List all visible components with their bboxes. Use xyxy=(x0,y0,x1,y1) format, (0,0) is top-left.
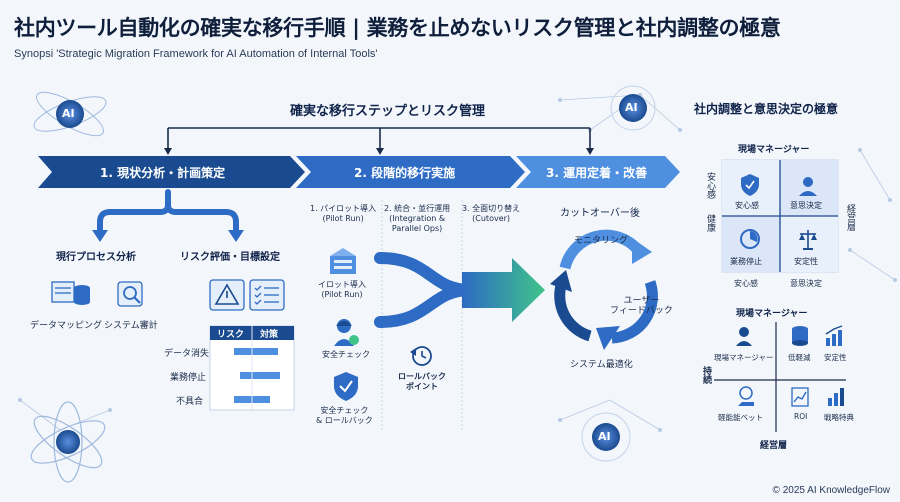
matrix1-left-bottom-label: 健康 xyxy=(705,214,715,232)
branch-arrows xyxy=(97,189,239,235)
strategy-bars-icon xyxy=(828,388,844,406)
matrix2-item-label: 現場マネージャー xyxy=(714,353,774,362)
manager-icon xyxy=(736,327,752,346)
warning-doc-icon xyxy=(209,279,245,311)
network-decoration xyxy=(19,94,896,431)
phase-1-label: 1. 現状分析・計画策定 xyxy=(100,166,226,180)
phase-chevron-2 xyxy=(296,156,525,188)
rollback-point-label: ロールバック ポイント xyxy=(398,372,446,391)
matrix-2-axes xyxy=(714,322,846,432)
cutover-step-label: 3. 全面切り替え (Cutover) xyxy=(462,204,521,223)
matrix2-item-label: 軽能能ベット xyxy=(718,413,763,422)
integration-step-label: 2. 統合・並行運用 (Integration & Parallel Ops) xyxy=(384,204,451,233)
risk-row-label: 不具合 xyxy=(176,397,204,407)
matrix1-bottom-label: 安心感 xyxy=(734,279,758,288)
phase-chevron-3 xyxy=(516,156,680,188)
matrix2-item-label: 安定性 xyxy=(824,353,847,362)
roi-chart-icon xyxy=(791,387,809,407)
checklist-icon xyxy=(249,279,285,311)
improvement-cycle xyxy=(554,229,658,344)
matrix1-cell-label: 意思決定 xyxy=(790,201,822,210)
page-subtitle: Synopsi 'Strategic Migration Framework f… xyxy=(14,48,378,60)
money-hand-icon xyxy=(738,386,754,406)
data-mapping-label: データマッピング xyxy=(30,321,103,331)
system-audit-label: システム審計 xyxy=(104,321,158,331)
phase-chevron-1 xyxy=(38,156,305,188)
matrix1-handshake-icon xyxy=(799,177,817,196)
risk-table xyxy=(209,325,295,411)
atom-icon xyxy=(30,401,106,483)
matrix1-bottom-label: 意思決定 xyxy=(790,279,822,288)
ai-badge-label: AI xyxy=(62,107,75,120)
matrix1-shield-icon xyxy=(741,174,759,196)
matrix1-cell-label: 安定性 xyxy=(794,257,818,266)
matrix-1 xyxy=(721,159,839,273)
matrix1-cell-label: 安心感 xyxy=(735,201,759,210)
matrix1-left-top-label: 安心感 xyxy=(705,172,715,199)
shield-check-icon xyxy=(334,372,358,401)
cutover-arrow xyxy=(462,258,545,322)
ai-badge-icon xyxy=(610,85,656,131)
data-mapping-icon xyxy=(51,281,90,305)
matrix2-top-label: 現場マネージャー xyxy=(736,309,808,319)
merge-flow xyxy=(374,252,476,328)
cycle-optimization-label: システム最適化 xyxy=(570,360,633,370)
matrix1-stop-icon xyxy=(740,229,760,249)
matrix2-item-label: ROI xyxy=(794,412,808,421)
safety-rollback-label: 安全チェック & ロールバック xyxy=(316,406,373,425)
right-panel-title: 社内調整と意思決定の極意 xyxy=(694,102,839,116)
steps-bracket xyxy=(167,127,591,150)
phase-3-label: 3. 運用定着・改善 xyxy=(546,166,648,180)
rollback-clock-icon xyxy=(410,346,432,366)
safety-check-label: 安全チェック xyxy=(322,350,370,359)
risk-row-label: データ消失 xyxy=(164,349,210,359)
cycle-feedback-label: ユーザー フィードバック xyxy=(610,296,673,316)
ai-badge-label: AI xyxy=(598,430,611,443)
pilot-server-icon xyxy=(330,248,356,274)
risk-eval-title: リスク評価・目標設定 xyxy=(180,252,280,263)
pilot-step-label: 1. パイロット導入 (Pilot Run) xyxy=(310,204,377,223)
matrix2-left-label: 持続 xyxy=(701,366,711,384)
matrix2-bottom-label: 経営層 xyxy=(760,441,788,451)
ai-badge-icon xyxy=(581,412,631,462)
steps-section-title: 確実な移行ステップとリスク管理 xyxy=(290,104,486,119)
phase-2-label: 2. 段階的移行実施 xyxy=(354,166,456,180)
post-cutover-title: カットオーバー後 xyxy=(560,208,640,219)
matrix1-scale-icon xyxy=(799,230,817,250)
risk-table-header-measure: 対策 xyxy=(260,330,279,340)
matrix1-right-label: 経営層 xyxy=(845,204,855,231)
footer-copyright: © 2025 AI KnowledgeFlow xyxy=(772,485,890,496)
matrix1-top-label: 現場マネージャー xyxy=(738,145,810,155)
ai-badge-label: AI xyxy=(625,101,638,114)
page-title: 社内ツール自動化の確実な移行手順 | 業務を止めないリスク管理と社内調整の極意 xyxy=(14,16,781,40)
system-audit-icon xyxy=(117,281,143,307)
growth-chart-icon xyxy=(825,325,843,346)
current-process-title: 現行プロセス分析 xyxy=(56,252,136,263)
matrix2-item-label: 戦略特典 xyxy=(824,413,854,422)
risk-table-header-risk: リスク xyxy=(217,330,245,340)
cycle-monitoring-label: モニタリング xyxy=(574,236,629,246)
matrix2-item-label: 低軽減 xyxy=(788,353,811,362)
pilot-item-label: イロット導入 (Pilot Run) xyxy=(318,280,366,299)
worker-icon xyxy=(334,319,359,346)
database-icon xyxy=(792,326,808,346)
network-nodes xyxy=(18,93,897,432)
risk-row-label: 業務停止 xyxy=(170,373,207,383)
matrix1-cell-label: 業務停止 xyxy=(730,257,762,266)
